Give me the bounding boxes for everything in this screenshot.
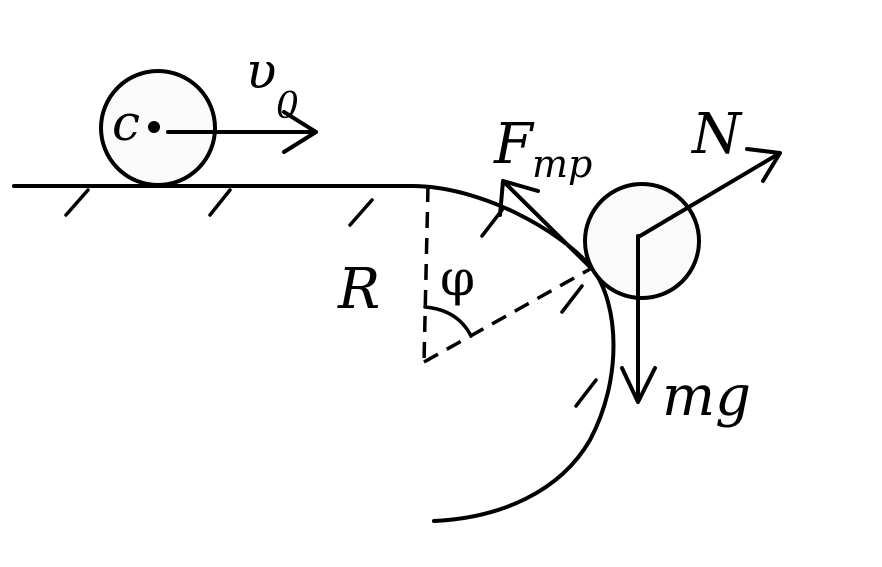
friction-label: F	[493, 112, 535, 177]
gravity-arrow	[620, 234, 657, 404]
friction-subscript: mp	[532, 142, 592, 186]
curved-surface	[410, 184, 616, 523]
radius-label: R	[337, 257, 380, 322]
center-point	[148, 121, 160, 133]
normal-label: N	[690, 102, 743, 167]
ground-hatch	[208, 188, 232, 217]
curve-hatch	[574, 378, 598, 408]
gravity-label: mg	[662, 364, 751, 429]
ground-hatch	[64, 188, 90, 217]
velocity-arrow	[166, 110, 318, 154]
friction-arrow	[498, 179, 593, 270]
radius-line-vertical	[422, 185, 430, 363]
velocity-label: υ	[246, 42, 276, 100]
radius-line-angled	[423, 266, 593, 364]
ground-hatch	[348, 198, 374, 227]
angle-arc	[423, 305, 473, 338]
normal-force-arrow	[638, 147, 782, 238]
center-label: c	[112, 94, 140, 152]
angle-label: φ	[440, 249, 475, 307]
curve-hatch	[560, 284, 584, 314]
ball-on-curve	[583, 182, 701, 300]
velocity-subscript: 0	[276, 86, 299, 127]
